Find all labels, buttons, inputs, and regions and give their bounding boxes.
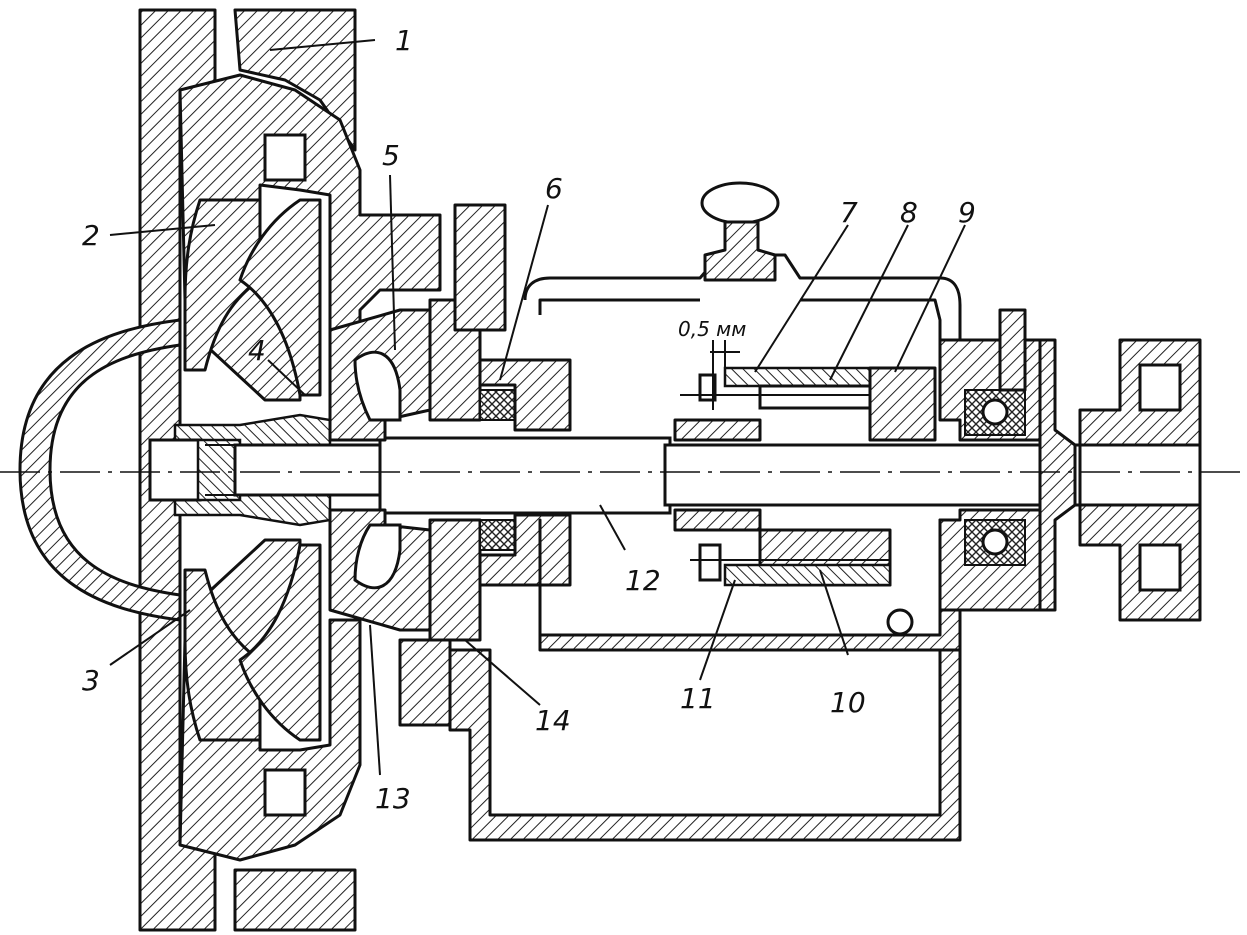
label-3: 3 [82,664,100,697]
seal-housing [328,203,507,727]
part-labels: 1 2 3 4 5 6 7 8 9 10 11 12 13 14 0,5 мм [82,24,976,815]
label-12: 12 [625,564,661,597]
coupling-assembly [673,366,937,587]
label-8: 8 [900,196,918,229]
label-4: 4 [248,334,266,367]
label-10: 10 [830,686,866,719]
label-1: 1 [395,24,413,57]
label-2: 2 [82,219,100,252]
label-13: 13 [375,782,411,815]
label-11: 11 [680,682,716,715]
label-9: 9 [958,196,976,229]
leader-lines [109,39,966,776]
seal-rings [478,358,572,587]
bearing-frame [448,253,962,842]
label-14: 14 [535,704,571,737]
impeller-nut [148,438,242,502]
coupling-half [1078,338,1202,622]
shaft [233,436,1082,515]
label-5: 5 [382,139,400,172]
suction-inlet [18,318,182,622]
clearance-dimension: 0,5 мм [678,317,746,341]
label-6: 6 [545,172,563,205]
right-bearing [938,308,1077,612]
label-7: 7 [840,196,858,229]
oil-filler-cap [700,181,780,282]
